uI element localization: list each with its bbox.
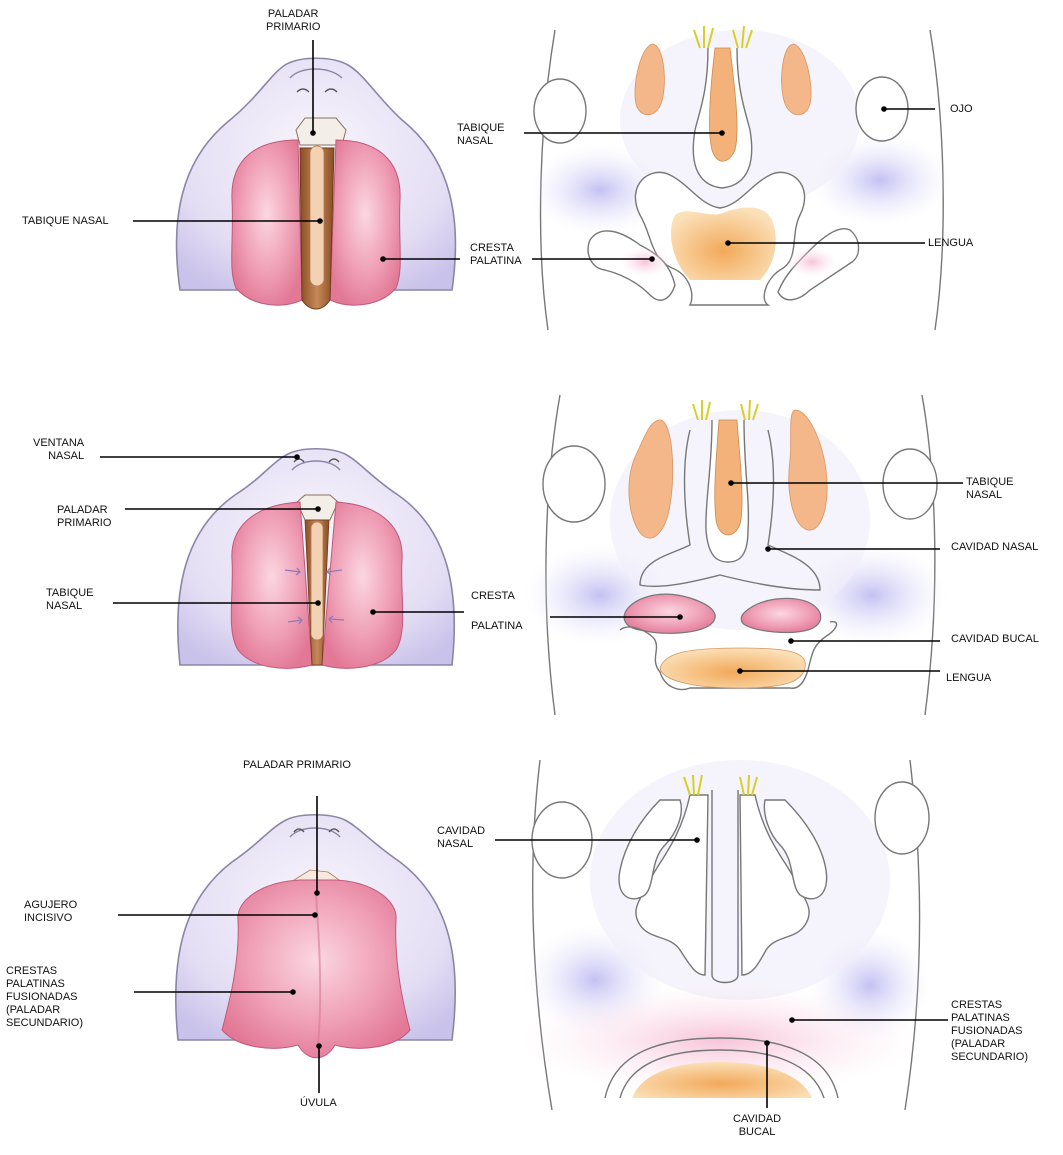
label-tabique-nasal-1: TABIQUE NASAL	[22, 215, 109, 228]
section-view-stage-2	[525, 395, 947, 715]
label-ventana-nasal: VENTANA NASAL	[33, 437, 84, 463]
label-cavidad-bucal-2: CAVIDAD BUCAL	[951, 633, 1039, 646]
label-agujero-incisivo: AGUJERO INCISIVO	[24, 899, 77, 925]
label-tabique-nasal-section-1: TABIQUE NASAL	[457, 122, 504, 148]
section-view-stage-3	[520, 760, 930, 1110]
label-ojo: OJO	[950, 103, 973, 116]
label-crestas-fusionadas-section: CRESTAS PALATINAS FUSIONADAS (PALADAR SE…	[951, 999, 1028, 1064]
palate-view-stage-2	[178, 449, 454, 669]
label-paladar-primario-3: PALADAR PRIMARIO	[243, 759, 351, 772]
label-paladar-primario-2: PALADAR PRIMARIO	[57, 504, 111, 530]
label-cavidad-bucal-3: CAVIDAD BUCAL	[733, 1113, 781, 1139]
label-cresta-palatina-2: CRESTA PALATINA	[471, 581, 523, 641]
label-tabique-nasal-2: TABIQUE NASAL	[46, 587, 93, 613]
label-cavidad-nasal-3: CAVIDAD NASAL	[437, 825, 485, 851]
label-cresta-palatina-1: CRESTA PALATINA	[470, 242, 522, 268]
palate-view-stage-1	[177, 58, 456, 309]
label-crestas-fusionadas-3: CRESTAS PALATINAS FUSIONADAS (PALADAR SE…	[6, 965, 83, 1030]
label-cavidad-nasal-2: CAVIDAD NASAL	[951, 541, 1038, 554]
label-lengua-2: LENGUA	[946, 672, 991, 685]
label-paladar-primario-1: PALADAR PRIMARIO	[266, 8, 320, 34]
label-tabique-nasal-section-2: TABIQUE NASAL	[966, 476, 1013, 502]
label-uvula: ÚVULA	[300, 1097, 337, 1110]
label-lengua-1: LENGUA	[928, 237, 973, 250]
section-view-stage-1	[530, 26, 950, 330]
palate-view-stage-3	[176, 815, 456, 1058]
